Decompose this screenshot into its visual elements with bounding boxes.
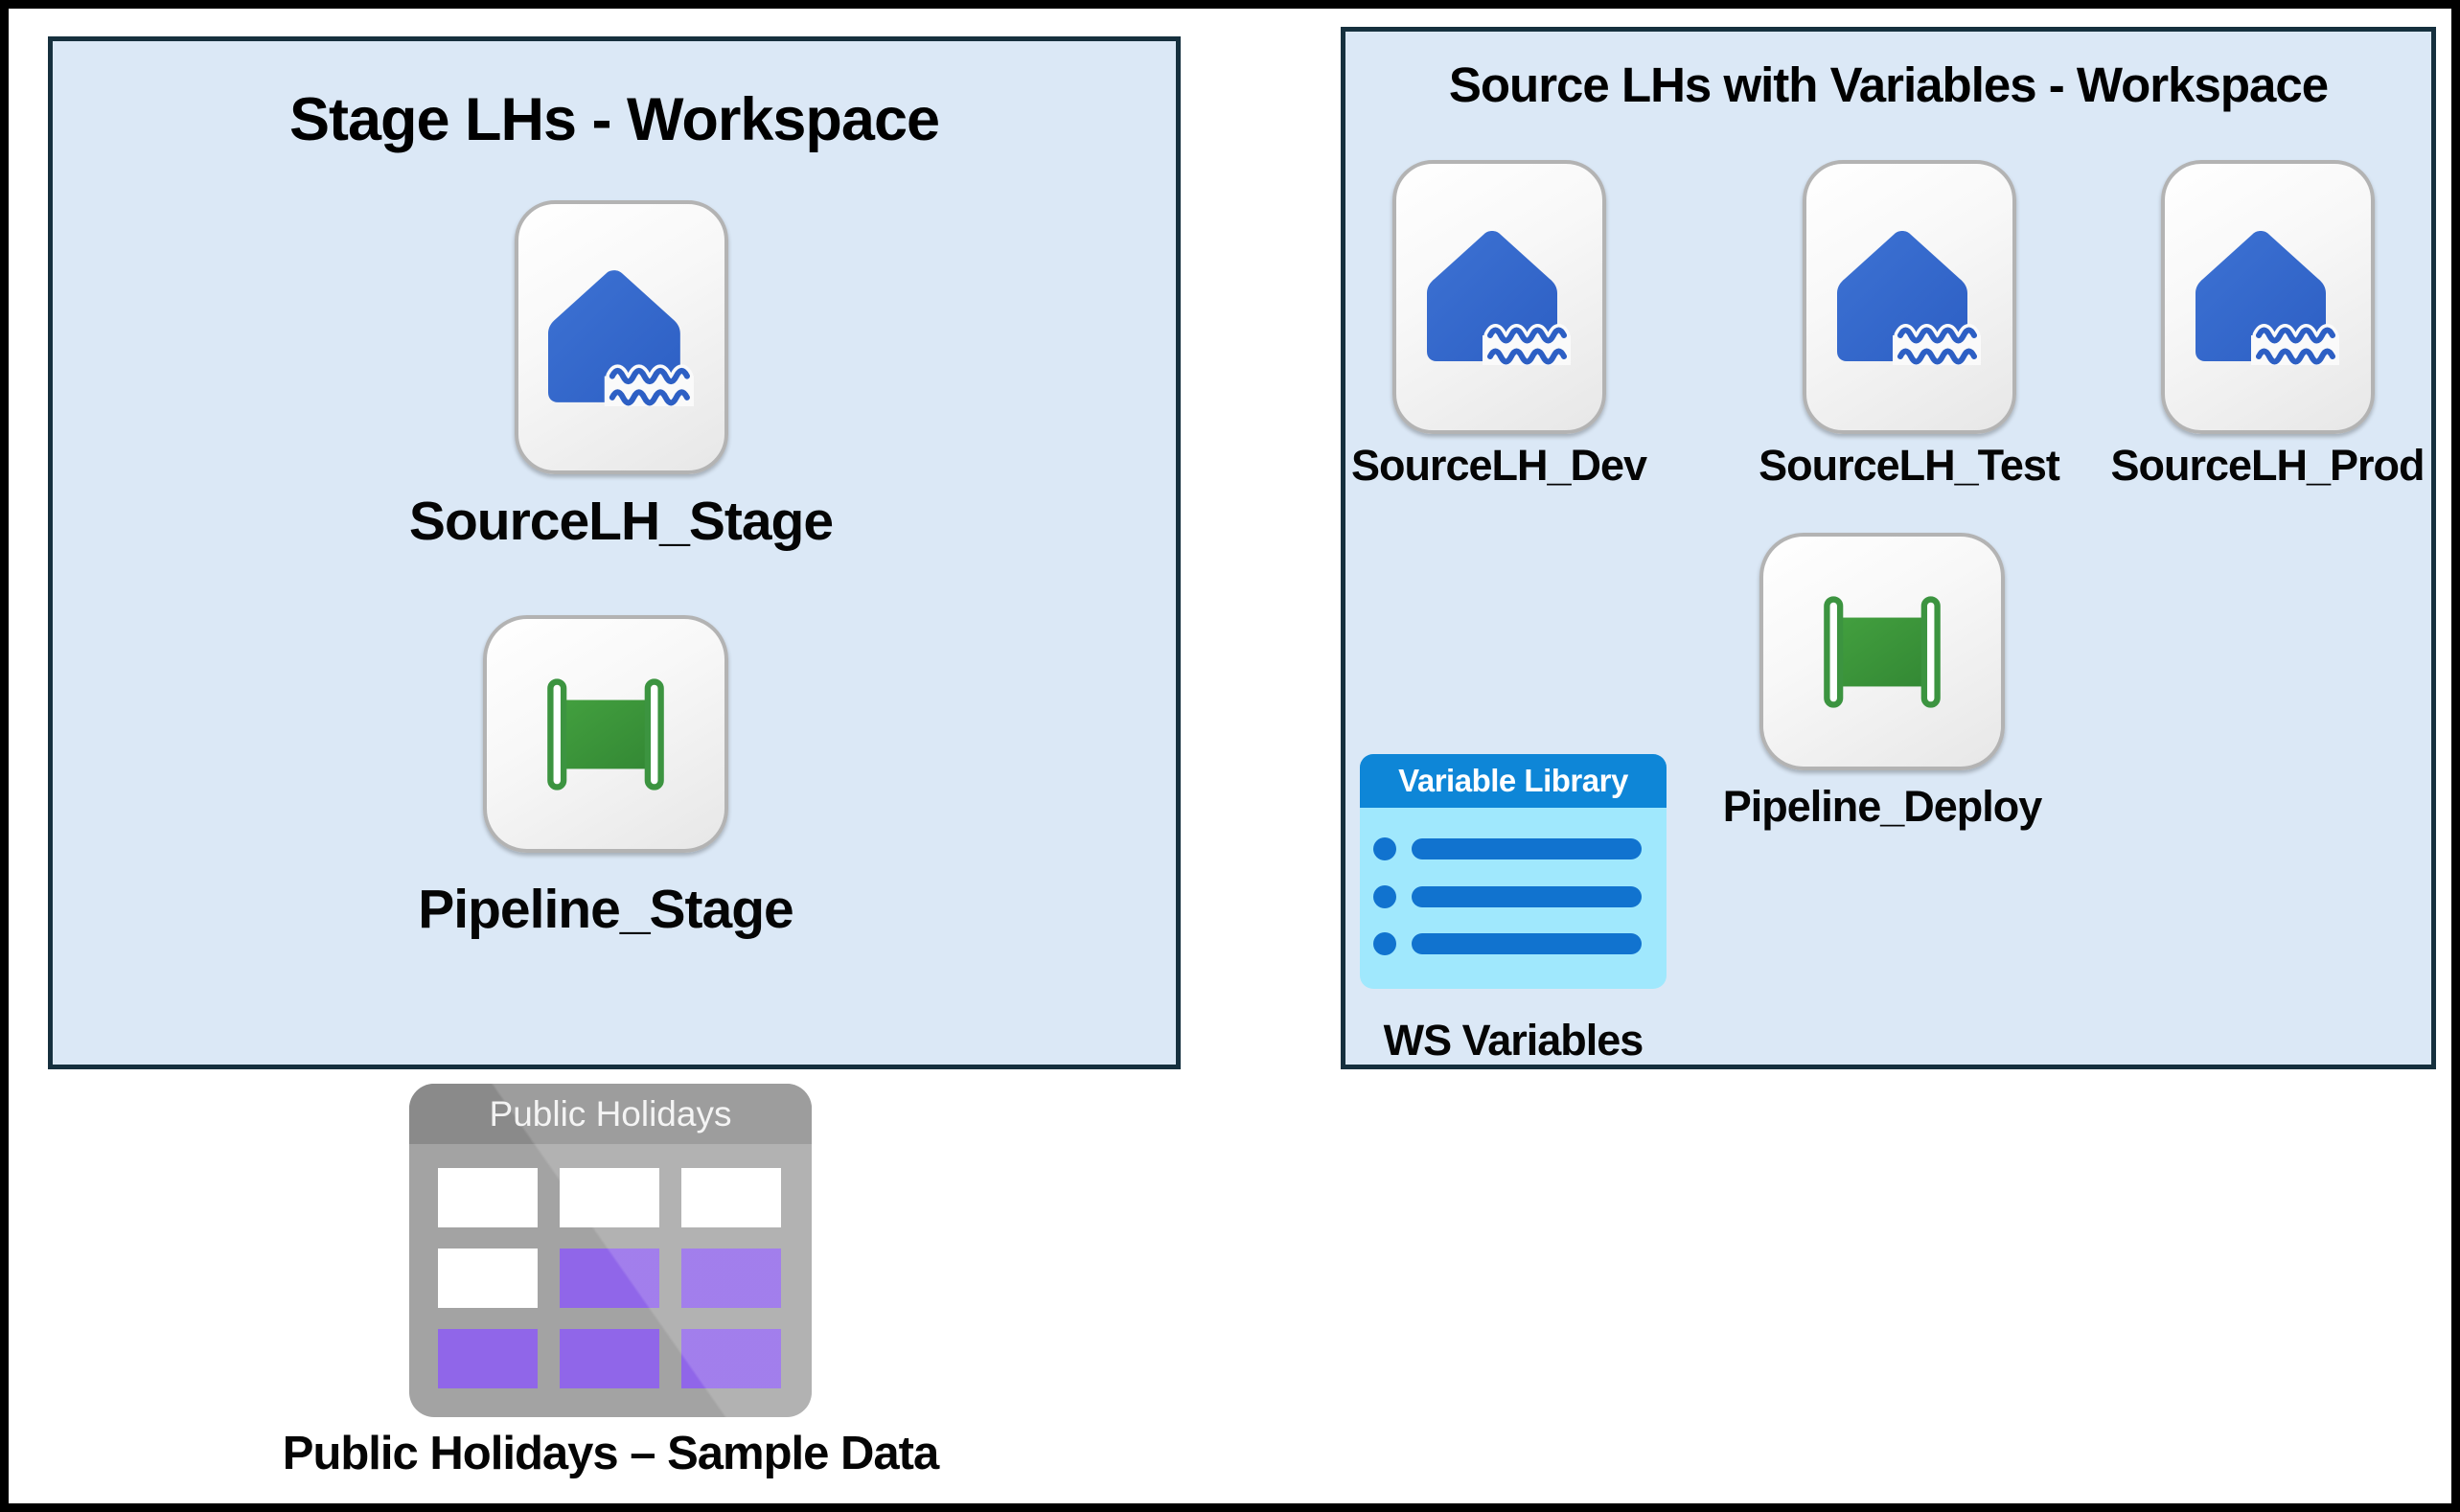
table-cell-empty — [560, 1168, 659, 1227]
value-bar — [1412, 885, 1642, 907]
bullet-icon — [1373, 837, 1396, 861]
source-workspace-title: Source LHs with Variables - Workspace — [1448, 57, 2329, 112]
value-bar — [1412, 932, 1642, 954]
variable-row — [1360, 837, 1667, 861]
table-cell-empty — [681, 1168, 781, 1227]
lakehouse-icon — [1837, 229, 1981, 365]
bullet-icon — [1373, 931, 1396, 955]
variable-library: Variable Library WS Variables — [1360, 754, 1667, 1065]
lakehouse-card — [514, 200, 728, 474]
lakehouse-label: SourceLH_Dev — [1350, 441, 1647, 490]
sample-data-label: Public Holidays – Sample Data — [282, 1428, 939, 1479]
stage-workspace-title: Stage LHs - Workspace — [288, 86, 940, 153]
pipeline-stage: Pipeline_Stage — [356, 615, 855, 941]
table-cell-filled — [560, 1329, 659, 1388]
table-cell-filled — [681, 1329, 781, 1388]
pipeline-label: Pipeline_Deploy — [1722, 782, 2043, 831]
pipeline-card — [1759, 533, 2005, 770]
variable-row — [1360, 884, 1667, 908]
bullet-icon — [1373, 884, 1396, 908]
table-cell-filled — [438, 1329, 538, 1388]
lakehouse-label: SourceLH_Stage — [408, 491, 834, 552]
pipeline-label: Pipeline_Stage — [418, 879, 793, 940]
pipeline-card — [483, 615, 728, 853]
sample-table-icon: Public Holidays — [409, 1084, 812, 1417]
variable-row — [1360, 931, 1667, 955]
pipeline-deploy: Pipeline_Deploy — [1662, 533, 2103, 832]
lakehouse-card — [1391, 160, 1606, 434]
sample-table-grid — [438, 1168, 781, 1388]
variable-library-icon: Variable Library — [1360, 754, 1667, 989]
variable-library-label: WS Variables — [1383, 1016, 1644, 1065]
lakehouse-label: SourceLH_Test — [1759, 441, 2060, 490]
sample-table-icon-title: Public Holidays — [409, 1084, 812, 1144]
lakehouse-card — [1802, 160, 2016, 434]
table-cell-empty — [438, 1168, 538, 1227]
lakehouse-sourcelh-stage: SourceLH_Stage — [372, 200, 870, 553]
table-cell-empty — [438, 1249, 538, 1308]
table-cell-filled — [681, 1249, 781, 1308]
variable-library-header: Variable Library — [1360, 754, 1667, 808]
pipeline-icon — [535, 674, 677, 795]
lakehouse-sourcelh-prod: SourceLH_Prod — [2066, 160, 2451, 491]
lakehouse-icon — [1427, 229, 1571, 365]
lakehouse-icon — [2196, 229, 2339, 365]
lakehouse-sourcelh-dev: SourceLH_Dev — [1298, 160, 1700, 491]
table-cell-filled — [560, 1249, 659, 1308]
pipeline-icon — [1811, 591, 1953, 713]
value-bar — [1412, 838, 1642, 860]
sample-data: Public Holidays Public Holidays – Sample… — [208, 1084, 1013, 1480]
lakehouse-card — [2160, 160, 2375, 434]
lakehouse-sourcelh-test: SourceLH_Test — [1708, 160, 2110, 491]
lakehouse-icon — [548, 268, 694, 406]
lakehouse-label: SourceLH_Prod — [2110, 441, 2425, 490]
variable-library-rows — [1360, 808, 1667, 989]
